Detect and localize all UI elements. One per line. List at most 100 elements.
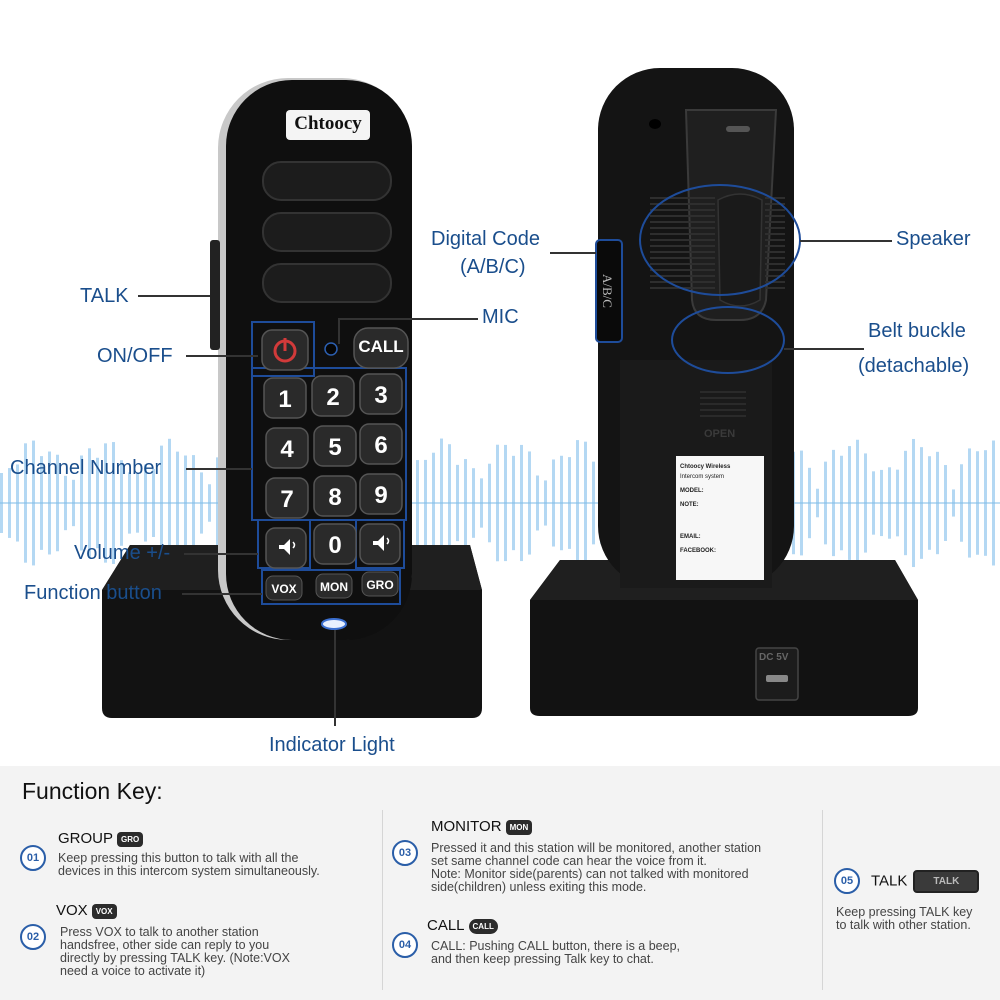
item-number-badge: 03 [392,840,418,866]
desc-line: Note: Monitor side(parents) can not talk… [431,867,749,881]
volume-label: Volume +/- [74,542,171,564]
desc-line: devices in this intercom system simultan… [58,864,320,878]
call-key-label: CALL [358,337,404,356]
desc-line: Keep pressing this button to talk with a… [58,851,299,865]
function-key-panel [0,766,1000,1000]
mic-callout-line [338,318,478,320]
onoff-callout-line [186,355,258,357]
talk-key-badge: TALK [913,870,980,893]
function-button-label: Function button [24,582,162,604]
volume-callout-line [184,553,258,555]
function-key-title: Function Key: [22,778,163,804]
mic-label: MIC [482,306,519,328]
talk-callout-line [138,295,210,297]
keypad-key [265,427,309,469]
desc-line: and then keep pressing Talk key to chat. [431,952,654,966]
function-key-label: VOX [271,582,296,596]
dc-port-label: DC 5V [759,652,789,663]
keypad-key [359,373,403,415]
keypad-key [313,523,357,565]
talk-label: TALK [80,285,129,307]
desc-line: handsfree, other side can reply to you [60,938,270,952]
mon-key-badge: MON [505,819,533,835]
item-number-badge: 01 [20,845,46,871]
desc-line: CALL: Pushing CALL button, there is a be… [431,939,681,953]
column-divider [822,810,823,990]
keypad-digit: 4 [280,436,294,463]
keypad-key [263,377,307,419]
desc-line: to talk with other station. [836,918,971,932]
gro-key-badge: GRO [117,831,144,847]
keypad-digit: 5 [328,434,341,461]
talk-key-name: TALK TALK [871,870,980,893]
sticker-line: Intercom system [680,474,725,480]
indicator-callout-line [334,630,336,726]
sticker-line: EMAIL: [680,534,701,540]
talk-key-name-text: TALK [871,872,908,890]
group-key-name-text: GROUP [58,830,114,847]
digital-code-sub-label: (A/B/C) [460,256,526,278]
keypad-key [311,375,355,417]
channel-number-label: Channel Number [10,457,162,479]
channel-callout-line [186,468,252,470]
speaker-callout-line [800,240,892,242]
keypad-digit: 9 [374,482,387,509]
call-key-name-text: CALL [427,917,465,934]
belt-buckle-label: Belt buckle [868,320,966,342]
sticker: Chtoocy Wireless Intercom system MODEL: … [680,462,762,556]
item-number-badge: 04 [392,932,418,958]
function-key [315,573,353,599]
keypad-key [313,425,357,467]
abc-switch-label: A/B/C [599,274,615,308]
desc-line: Pressed it and this station will be moni… [431,841,762,855]
belt-buckle-sub-label: (detachable) [858,355,970,377]
desc-line: Keep pressing TALK key [836,905,973,919]
monitor-key-description: Pressed it and this station will be moni… [431,842,761,894]
desc-line: directly by pressing TALK key. (Note:VOX [60,951,290,965]
keypad-key [359,473,403,515]
open-label: OPEN [704,428,736,440]
sticker-line: NOTE: [680,502,699,508]
call-key-badge: CALL [468,918,498,934]
desc-line: set same channel code can hear the voice… [431,854,707,868]
keypad-digit: 1 [278,386,291,413]
keypad-digit: 6 [374,432,387,459]
keypad-key [313,475,357,517]
item-number-badge: 05 [834,868,860,894]
keypad-digit: 2 [326,384,339,411]
keypad-digit: 0 [328,532,341,559]
digital-code-label: Digital Code [431,228,540,250]
digital-code-callout-line [550,252,596,254]
keypad-key [265,477,309,519]
monitor-key-name-text: MONITOR [431,818,502,835]
keypad-digit: 7 [280,486,293,513]
desc-line: side(children) unless exiting this mode. [431,880,647,894]
sticker-line: FACEBOOK: [680,548,716,554]
mic-callout-line-vertical [338,318,340,344]
vox-key-name-text: VOX [56,902,88,919]
vox-key-description: Press VOX to talk to another station han… [60,926,290,978]
indicator-light-label: Indicator Light [269,734,395,756]
item-number-badge: 02 [20,924,46,950]
sticker-line: MODEL: [680,488,704,494]
group-key-description: Keep pressing this button to talk with a… [58,852,320,878]
desc-line: Press VOX to talk to another station [60,925,259,939]
sticker-line: Chtoocy Wireless [680,464,731,470]
talk-key-description: Keep pressing TALK key to talk with othe… [836,906,972,932]
desc-line: need a voice to activate it) [60,964,206,978]
function-key [361,571,399,597]
function-key [265,575,303,601]
onoff-label: ON/OFF [97,345,173,367]
function-key-label: GRO [366,578,393,592]
vox-key-badge: VOX [91,903,117,919]
belt-buckle-callout-line [784,348,864,350]
call-key-description: CALL: Pushing CALL button, there is a be… [431,940,680,966]
keypad-digit: 8 [328,484,341,511]
back-handset-illustration [530,68,918,716]
keypad-key [359,423,403,465]
